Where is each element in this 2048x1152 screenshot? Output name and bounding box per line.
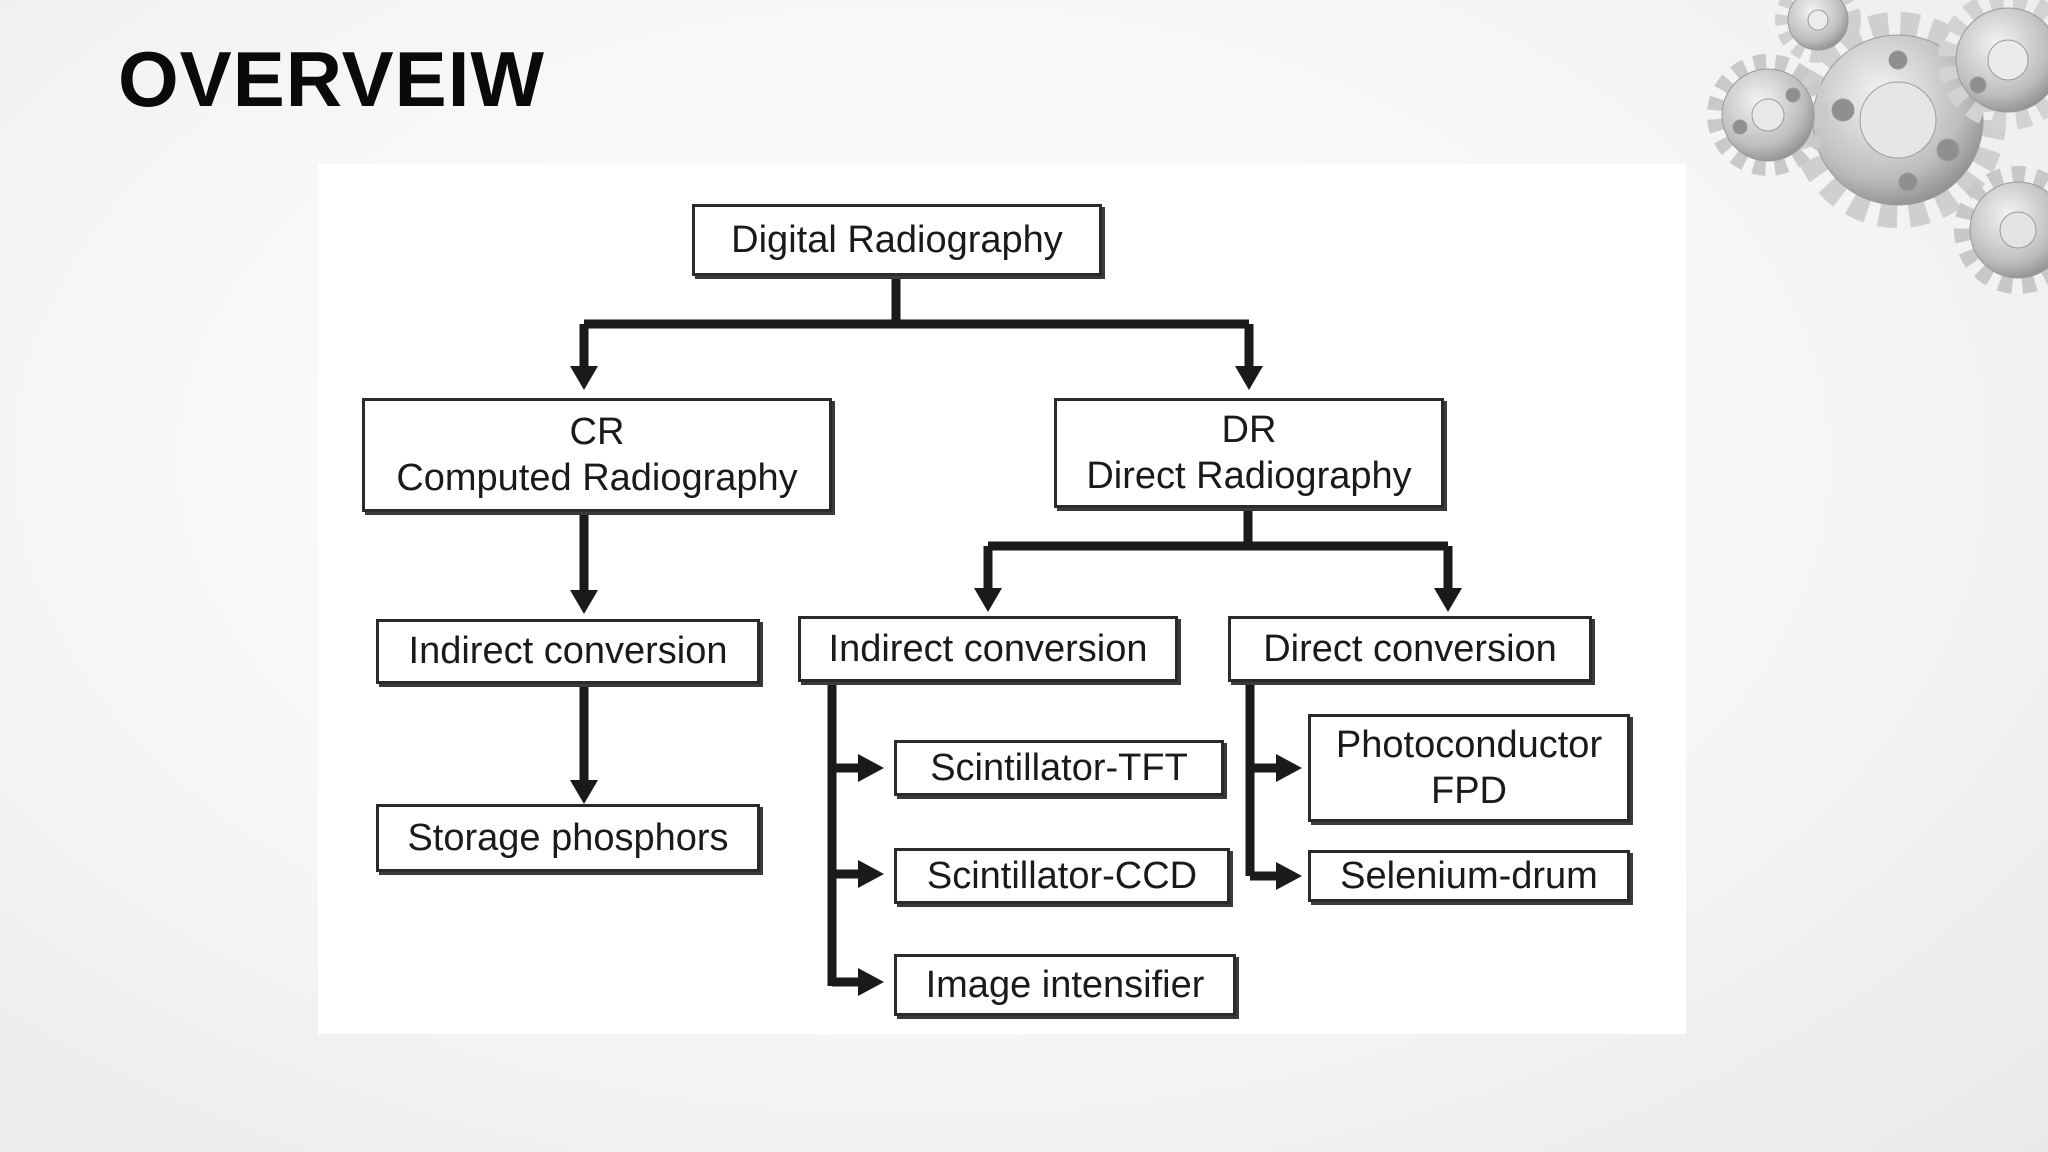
node-image-intensifier: Image intensifier bbox=[894, 954, 1236, 1016]
node-storage-phosphors: Storage phosphors bbox=[376, 804, 760, 872]
node-label: FPD bbox=[1431, 770, 1507, 812]
node-label: Image intensifier bbox=[925, 963, 1205, 1006]
node-label: Photoconductor bbox=[1335, 723, 1603, 766]
node-cr: CR Computed Radiography bbox=[362, 398, 832, 512]
node-label: Scintillator-CCD bbox=[926, 854, 1198, 897]
node-digital-radiography: Digital Radiography bbox=[692, 204, 1102, 276]
node-label: Digital Radiography bbox=[731, 218, 1063, 261]
node-photoconductor-fpd: Photoconductor FPD bbox=[1308, 714, 1630, 822]
node-dr: DR Direct Radiography bbox=[1054, 398, 1444, 508]
node-abbr: DR bbox=[1221, 408, 1277, 451]
node-label: Indirect conversion bbox=[828, 627, 1148, 670]
node-label: Direct Radiography bbox=[1086, 455, 1412, 497]
node-label: Direct conversion bbox=[1263, 627, 1557, 670]
node-cr-indirect-conversion: Indirect conversion bbox=[376, 619, 760, 684]
node-label: Scintillator-TFT bbox=[930, 746, 1188, 789]
node-label: Indirect conversion bbox=[408, 630, 728, 673]
diagram-panel: Digital Radiography CR Computed Radiogra… bbox=[318, 164, 1686, 1034]
node-scintillator-tft: Scintillator-TFT bbox=[894, 740, 1224, 796]
node-dr-direct-conversion: Direct conversion bbox=[1228, 616, 1592, 682]
gears-icon bbox=[1707, 0, 2048, 294]
node-dr-indirect-conversion: Indirect conversion bbox=[798, 616, 1178, 682]
node-label: Computed Radiography bbox=[396, 457, 798, 499]
node-abbr: CR bbox=[569, 410, 625, 453]
slide-title: OVERVEIW bbox=[118, 35, 545, 123]
node-label: Selenium-drum bbox=[1340, 854, 1598, 897]
node-selenium-drum: Selenium-drum bbox=[1308, 850, 1630, 902]
node-label: Storage phosphors bbox=[407, 816, 729, 859]
node-scintillator-ccd: Scintillator-CCD bbox=[894, 848, 1230, 904]
connector-lines bbox=[570, 276, 1462, 996]
